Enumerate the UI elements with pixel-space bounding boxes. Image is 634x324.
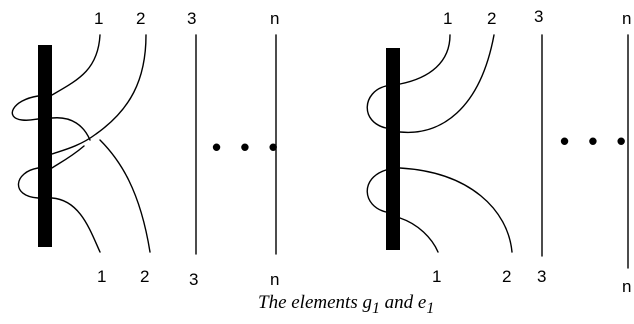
right-top-label-1: 1: [443, 9, 452, 28]
right-pole: [386, 48, 400, 250]
right-top-label-3: 3: [534, 7, 543, 26]
caption-g-subscript: 1: [371, 299, 380, 317]
left-strand-2: [51, 34, 151, 253]
right-bottom-label-1: 1: [432, 267, 441, 286]
right-bottom-label-n: n: [622, 277, 631, 296]
left-strand-1: [11, 34, 101, 253]
right-bottom-label-3: 3: [537, 267, 546, 286]
caption-e-subscript: 1: [426, 299, 435, 317]
left-bottom-label-3: 3: [189, 270, 198, 289]
left-bottom-label-n: n: [270, 270, 279, 289]
left-top-label-3: 3: [187, 9, 196, 28]
left-bottom-label-2: 2: [140, 267, 149, 286]
left-top-label-2: 2: [136, 9, 145, 28]
left-bottom-label-1: 1: [97, 267, 106, 286]
right-top-label-2: 2: [487, 9, 496, 28]
right-top-label-n: n: [622, 9, 631, 28]
right-cup-bottom: [366, 167, 513, 253]
caption-middle: and: [379, 292, 418, 313]
left-ellipsis: • • •: [212, 132, 284, 162]
right-bottom-label-2: 2: [502, 267, 511, 286]
right-cap-top: [366, 34, 495, 134]
left-pole: [38, 45, 52, 247]
caption-g: g: [362, 292, 372, 313]
left-top-label-n: n: [270, 9, 279, 28]
left-diagram: 1 2 3 n 1 2 3 n • • •: [11, 9, 284, 289]
right-diagram: 1 2 3 n 1 2 3 n • • •: [366, 7, 632, 296]
figure-caption: The elements g1 and e1: [258, 292, 558, 318]
left-top-label-1: 1: [94, 9, 103, 28]
caption-prefix: The elements: [258, 292, 363, 313]
right-ellipsis: • • •: [560, 126, 632, 156]
caption-e: e: [417, 292, 427, 313]
